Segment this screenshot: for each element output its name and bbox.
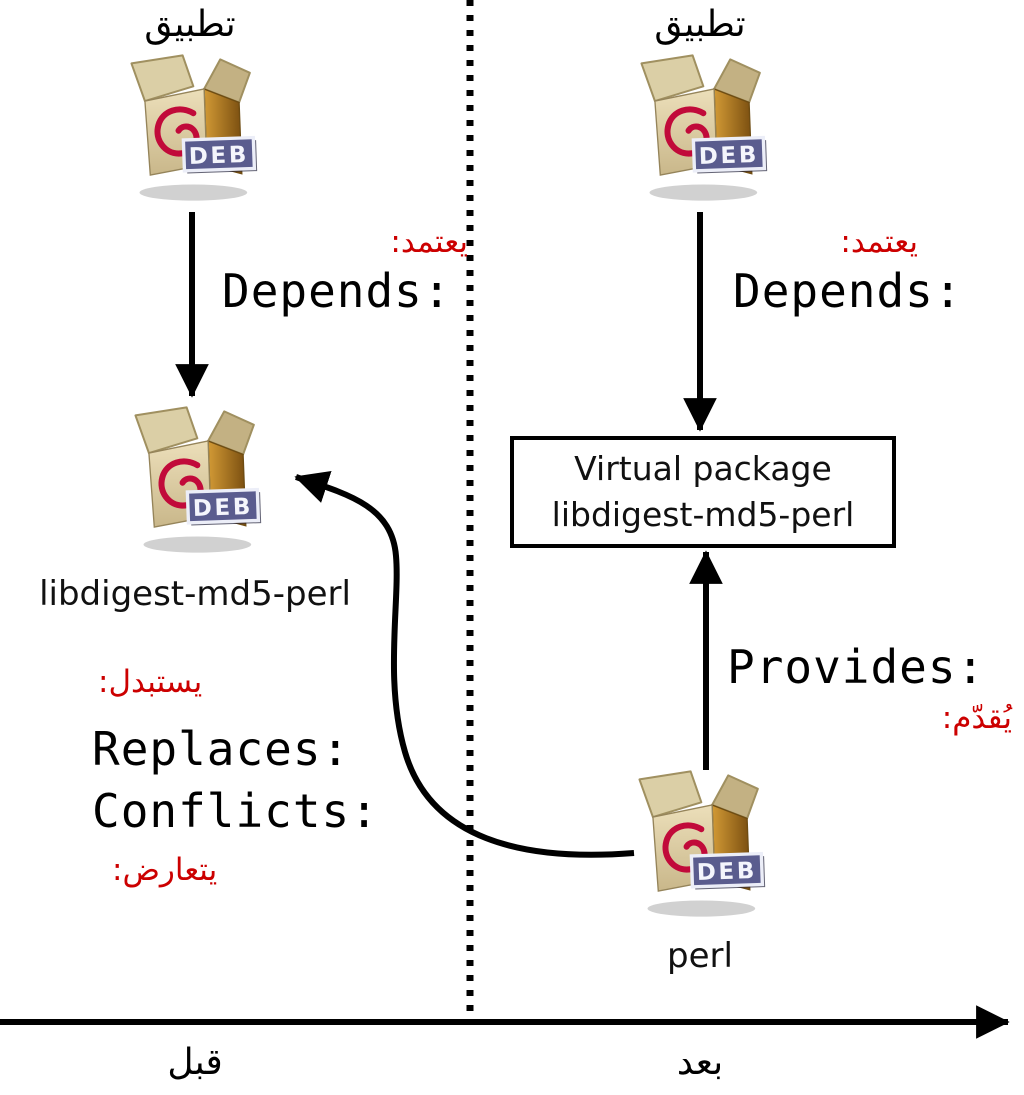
perl-package-label: perl	[667, 936, 733, 976]
timeline-after-label: بعد	[676, 1042, 724, 1083]
left-depends-label-en: Depends:	[222, 264, 452, 318]
replaces-conflicts-curved-arrow	[294, 470, 635, 858]
conflicts-label-en: Conflicts:	[92, 784, 379, 838]
perl-package-icon	[626, 768, 774, 920]
provides-label-ar: يُقدّم:	[941, 700, 1012, 736]
right-depends-label-ar: يعتمد:	[840, 224, 918, 260]
right-app-title: تطبيق	[654, 4, 746, 45]
right-depends-label-en: Depends:	[733, 264, 963, 318]
right-app-package-icon	[628, 52, 776, 204]
conflicts-label-ar: يتعارض:	[112, 852, 218, 888]
replaces-label-en: Replaces:	[92, 722, 351, 776]
left-app-title: تطبيق	[144, 4, 236, 45]
timeline-before-label: قبل	[167, 1042, 223, 1083]
replaces-label-ar: يستبدل:	[98, 664, 203, 700]
libdigest-package-icon	[122, 404, 270, 556]
libdigest-package-label: libdigest-md5-perl	[39, 574, 351, 614]
left-depends-label-ar: يعتمد:	[390, 224, 468, 260]
left-app-package-icon	[118, 52, 266, 204]
virtual-package-line1: Virtual package	[574, 448, 832, 488]
virtual-package-line2: libdigest-md5-perl	[551, 495, 855, 534]
provides-label-en: Provides:	[727, 640, 986, 694]
virtual-package-box: Virtual package libdigest-md5-perl	[510, 436, 896, 548]
